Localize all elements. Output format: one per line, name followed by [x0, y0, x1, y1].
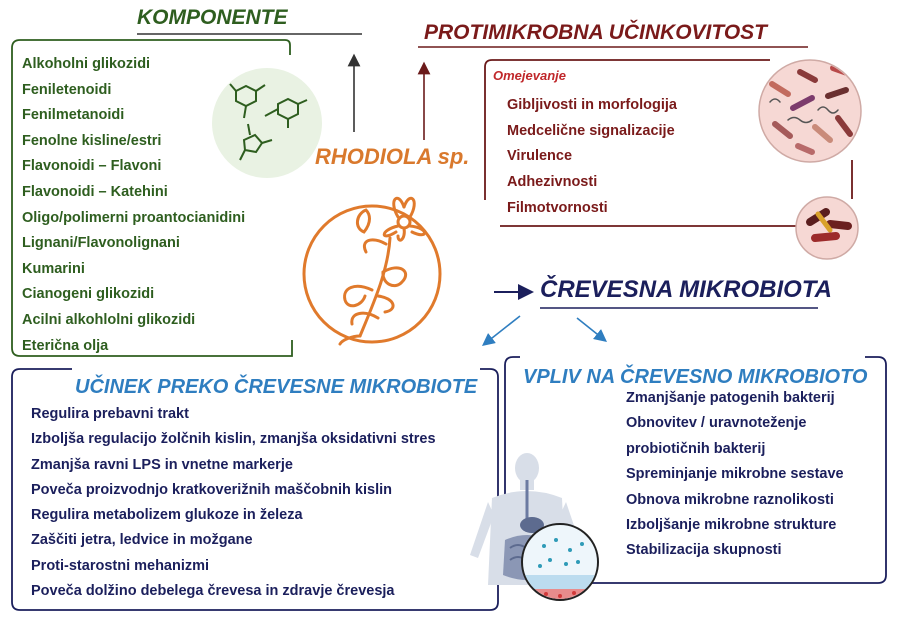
influence-item: Obnova mikrobne raznolikosti: [626, 491, 834, 508]
antimicrobial-item: Medcelične signalizacije: [507, 122, 675, 139]
component-item: Alkoholni glikozidi: [22, 56, 151, 72]
effects-box: [11, 368, 499, 611]
antimicrobial-box: [484, 59, 770, 200]
component-item: Fenilmetanoidi: [22, 107, 125, 124]
influence-item: Obnovitev / uravnoteženje: [626, 415, 807, 432]
effect-item: Zaščiti jetra, ledvice in možgane: [31, 532, 253, 549]
effect-item: Zmanjša ravni LPS in vnetne markerje: [31, 456, 293, 473]
chemical-structure-icon: [212, 68, 322, 178]
component-item: Acilni alkohlolni glikozidi: [22, 311, 196, 328]
component-item: Fenolne kisline/estri: [22, 132, 162, 149]
component-item: Lignani/Flavonolignani: [22, 235, 180, 252]
bacteria-petri-icon: [758, 59, 862, 163]
antimicrobial-item: Gibljivosti in morfologija: [507, 97, 677, 113]
rhodiola-flower-icon: [302, 196, 442, 346]
component-item: Kumarini: [22, 260, 85, 277]
influence-item: Zmanjšanje patogenih bakterij: [626, 390, 835, 406]
components-box: [11, 39, 293, 357]
components-heading: KOMPONENTE: [137, 6, 288, 29]
effect-item: Regulira metabolizem glukoze in železa: [31, 507, 303, 524]
effect-item: Poveča dolžino debelega črevesa in zdrav…: [31, 583, 395, 600]
component-item: Flavonoidi – Katehini: [22, 183, 168, 200]
intestinal-lumen-icon: [521, 523, 599, 601]
influence-heading: VPLIV NA ČREVESNO MIKROBIOTO: [523, 366, 868, 388]
component-item: Eterična olja: [22, 337, 109, 354]
effects-heading: UČINEK PREKO ČREVESNE MIKROBIOTE: [75, 376, 478, 398]
influence-item: Spreminjanje mikrobne sestave: [626, 466, 844, 483]
component-item: Flavonoidi – Flavoni: [22, 158, 162, 175]
arrow-to-influence: [576, 317, 607, 342]
effect-item: Poveča proizvodnjo kratkoverižnih maščob…: [31, 481, 392, 498]
component-item: Feniletenoidi: [22, 81, 112, 98]
influence-item: Stabilizacija skupnosti: [626, 542, 782, 559]
effect-item: Regulira prebavni trakt: [31, 406, 189, 422]
effect-item: Proti-starostni mehanizmi: [31, 557, 210, 574]
influence-item: Izboljšanje mikrobne strukture: [626, 516, 837, 533]
antimicrobial-subheading: Omejevanje: [493, 68, 566, 83]
component-item: Oligo/polimerni proantocianidini: [22, 209, 246, 226]
component-item: Cianogeni glikozidi: [22, 286, 155, 303]
antimicrobial-item: Adhezivnosti: [507, 174, 598, 191]
influence-item: probiotičnih bakterij: [626, 440, 766, 457]
antimicrobial-heading: PROTIMIKROBNA UČINKOVITOST: [424, 21, 768, 44]
antimicrobial-item: Filmotvornosti: [507, 199, 608, 216]
effect-item: Izboljša regulacijo žolčnih kislin, zman…: [31, 431, 436, 448]
rhodiola-label: RHODIOLA sp.: [315, 144, 470, 169]
gut-microbiota-heading: ČREVESNA MIKROBIOTA: [540, 276, 833, 303]
probiotic-capsules-icon: [795, 196, 859, 260]
arrow-to-effects: [481, 315, 521, 346]
antimicrobial-item: Virulence: [507, 148, 573, 165]
influence-box: [504, 356, 887, 584]
